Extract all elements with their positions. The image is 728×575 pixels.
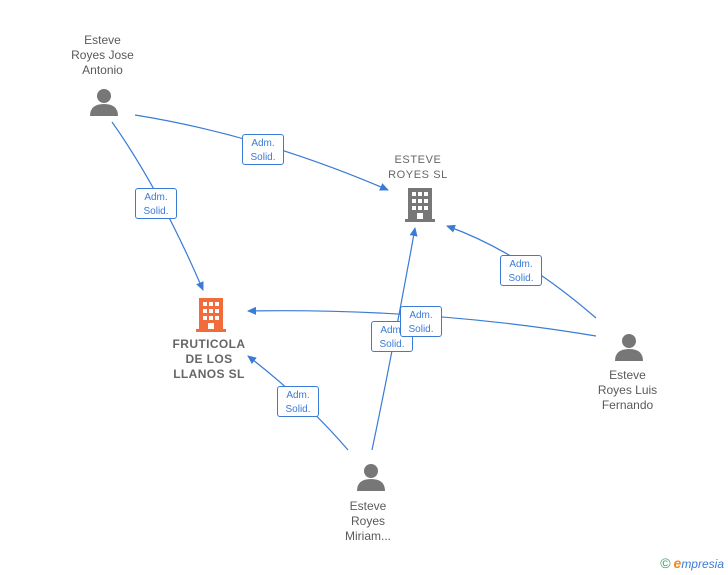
building-icon[interactable] <box>405 188 435 222</box>
node-label-fruticola-de-los-llanos-sl[interactable]: FRUTICOLA DE LOS LLANOS SL <box>172 337 246 381</box>
node-label-esteve-royes-sl[interactable]: ESTEVE ROYES SL <box>388 154 448 181</box>
copyright-icon: © <box>660 555 671 571</box>
node-label-esteve-royes-luis-fernando[interactable]: Esteve Royes Luis Fernando <box>597 368 658 412</box>
brand-initial: e <box>673 555 682 571</box>
person-icon[interactable] <box>357 464 385 491</box>
node-label-esteve-royes-miriam[interactable]: Esteve Royes Miriam... <box>345 499 391 543</box>
edge-label-luis-to-sl: Adm. Solid. <box>500 255 542 286</box>
edge-label-jose-to-sl: Adm. Solid. <box>242 134 284 165</box>
person-icon[interactable] <box>615 334 643 361</box>
building-icon[interactable] <box>196 298 226 332</box>
brand-name: mpresia <box>681 557 724 571</box>
person-icon[interactable] <box>90 89 118 116</box>
empresia-logo: ©empresia <box>660 555 724 571</box>
edge-label-jose-to-fruticola: Adm. Solid. <box>135 188 177 219</box>
edge-label-miriam-to-fruticola: Adm. Solid. <box>277 386 319 417</box>
node-label-esteve-royes-jose-antonio[interactable]: Esteve Royes Jose Antonio <box>71 33 134 77</box>
edge-label-luis-to-fruticola: Adm. Solid. <box>400 306 442 337</box>
